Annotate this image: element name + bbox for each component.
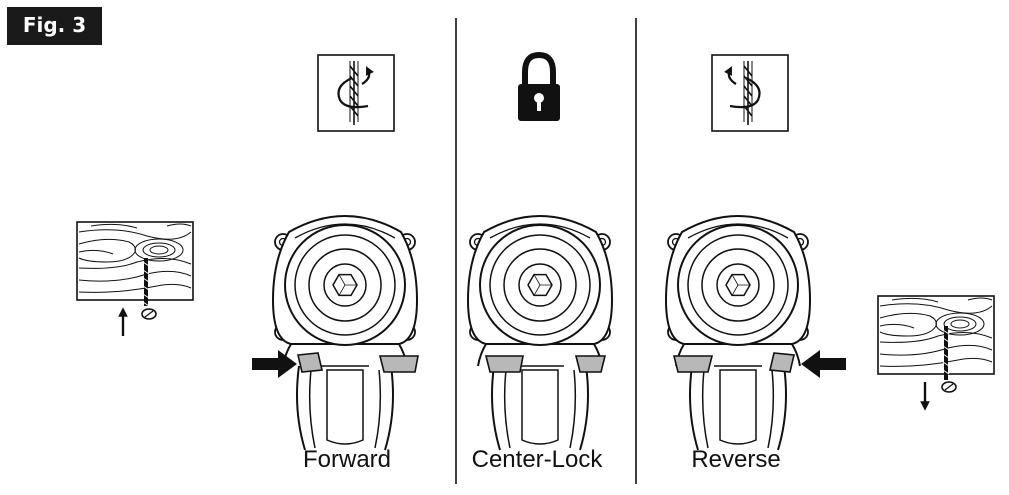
drill-forward xyxy=(272,215,418,451)
caption-forward: Forward xyxy=(302,446,392,473)
push-arrow-left-icon xyxy=(801,350,846,378)
trigger-left xyxy=(672,355,714,373)
figure-label: Fig. 3 xyxy=(7,7,102,45)
wood-screw-in-illustration xyxy=(76,221,194,336)
trigger-right xyxy=(574,355,607,373)
padlock-icon xyxy=(518,51,560,121)
push-arrow-right-icon xyxy=(252,350,297,378)
trigger-right xyxy=(378,355,419,373)
drill-reverse xyxy=(665,215,811,451)
counterclockwise-rotation-icon xyxy=(711,54,789,132)
caption-center-lock: Center-Lock xyxy=(471,446,603,473)
trigger-left xyxy=(484,355,524,373)
drill-center-lock xyxy=(467,215,613,451)
caption-reverse: Reverse xyxy=(691,446,781,473)
clockwise-rotation-icon xyxy=(317,54,395,132)
wood-screw-out-illustration xyxy=(877,295,995,411)
trigger-left-pressed xyxy=(297,352,323,373)
trigger-right-pressed xyxy=(769,352,795,373)
